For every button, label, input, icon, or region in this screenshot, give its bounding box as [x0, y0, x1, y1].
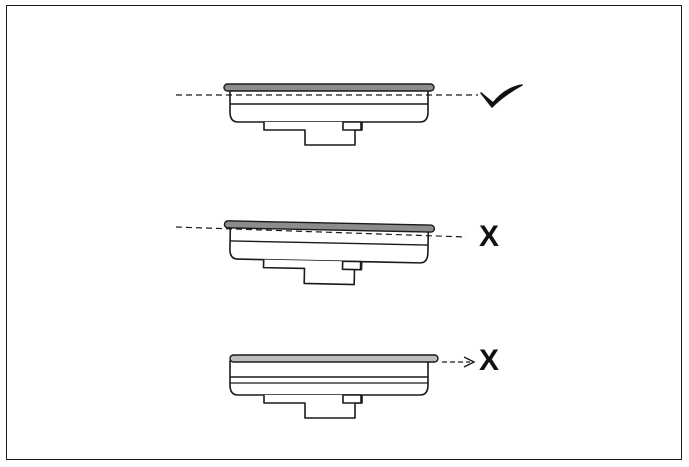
- component-body: [229, 89, 429, 146]
- x-mark-icon: X: [479, 344, 500, 377]
- panel-correct: [176, 83, 523, 146]
- reference-line: [175, 226, 467, 238]
- body-seam-line: [230, 240, 429, 246]
- arrow-head-icon: [463, 356, 476, 368]
- cap-lip: [223, 83, 435, 92]
- figure-frame: [6, 5, 682, 460]
- component-body: [229, 226, 430, 286]
- x-mark-icon: X: [479, 220, 500, 253]
- panel-overhang: [229, 354, 476, 419]
- check-mark-icon: [480, 84, 523, 108]
- component-body: [229, 360, 429, 419]
- panel-tilted: [175, 220, 467, 286]
- cap-lip: [223, 220, 436, 233]
- cap-lip: [229, 354, 439, 363]
